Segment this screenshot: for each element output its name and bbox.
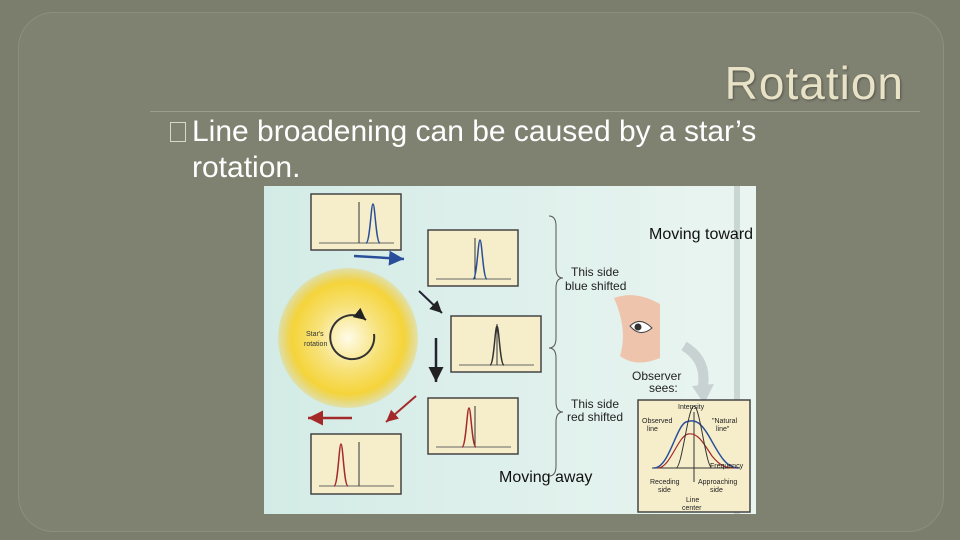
spectrum-panel-3 xyxy=(450,315,542,373)
spectrum-panel-5 xyxy=(310,433,402,495)
inset-approaching-label-1: Approaching xyxy=(698,479,737,486)
observer-label-2: sees: xyxy=(649,381,678,395)
red-brace-label-1: This side xyxy=(571,397,619,411)
rotation-diagram-svg: Star's rotation xyxy=(264,186,756,514)
inset-observed-label-2: line xyxy=(647,426,658,433)
bullet-text-line2: rotation. xyxy=(192,151,301,184)
blue-motion-arrow-top xyxy=(353,250,405,266)
bullet-marker-icon xyxy=(170,122,186,142)
observer-eye-icon xyxy=(614,295,660,363)
title-divider xyxy=(150,111,920,112)
observed-line-inset xyxy=(637,399,751,513)
star-disk xyxy=(278,268,418,408)
inset-center-label-2: center xyxy=(682,505,702,512)
motion-arrow-upper-right xyxy=(418,290,443,314)
inset-receding-label-2: side xyxy=(658,487,671,494)
inset-center-label-1: Line xyxy=(686,497,699,504)
inset-approaching-label-2: side xyxy=(710,487,723,494)
inset-observed-label-1: Observed xyxy=(642,418,672,425)
rotation-arrow-icon xyxy=(329,307,376,361)
observer-label-1: Observer xyxy=(632,369,681,383)
inset-receding-label-1: Receding xyxy=(650,479,680,486)
spectrum-panel-4 xyxy=(427,397,519,455)
bullet-text-line1: Line broadening can be caused by a star’… xyxy=(192,115,757,148)
brace-red-side xyxy=(548,347,564,477)
blue-brace-label-1: This side xyxy=(571,265,619,279)
moving-away-label: Moving away xyxy=(499,469,593,486)
star-rotation-label-2: rotation xyxy=(304,341,327,348)
rotation-diagram: Star's rotation xyxy=(264,186,756,514)
spectrum-panel-2 xyxy=(427,229,519,287)
inset-frequency-label: Frequency xyxy=(710,463,744,470)
moving-toward-label: Moving toward xyxy=(649,226,754,243)
bullet-point: Line broadening can be caused by a star’… xyxy=(170,114,850,186)
brace-blue-side xyxy=(548,215,564,349)
star-rotation-label-1: Star's xyxy=(306,331,324,338)
spectrum-panel-1 xyxy=(310,193,402,251)
diagram-edge-strip xyxy=(734,186,740,514)
red-brace-label-2: red shifted xyxy=(567,410,623,424)
inset-natural-label-2: line" xyxy=(716,426,730,433)
observer-arrowhead-icon xyxy=(692,384,714,404)
blue-brace-label-2: blue shifted xyxy=(565,279,626,293)
red-motion-arrow-lower xyxy=(385,395,417,423)
inset-intensity-label: Intensity xyxy=(678,404,705,411)
inset-natural-label-1: "Natural xyxy=(712,418,737,425)
slide-title: Rotation xyxy=(724,57,904,109)
